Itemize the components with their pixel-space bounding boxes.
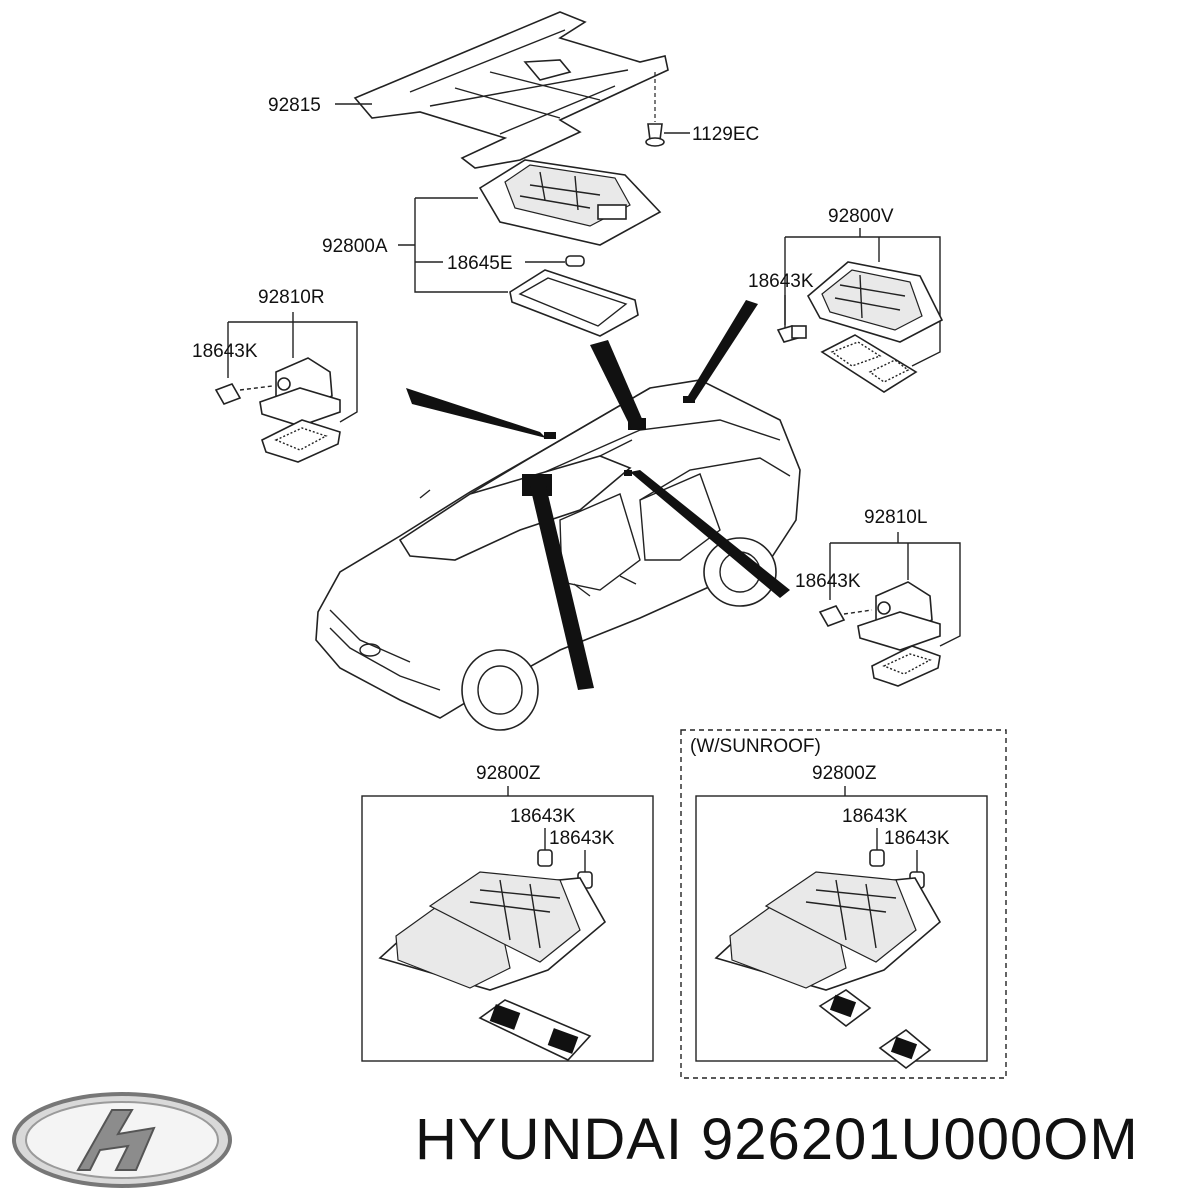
label-18643K-l: 18643K (795, 571, 861, 592)
leader-92810R (227, 312, 358, 423)
leader-92800A (398, 197, 508, 293)
box-92800Z-b (695, 795, 988, 1062)
overhead-console-92800Z-b (714, 849, 942, 1070)
room-lamp-92800V (776, 261, 944, 393)
label-1129EC: 1129EC (692, 124, 759, 145)
label-92800A: 92800A (322, 236, 388, 257)
label-18643K-b1: 18643K (842, 806, 908, 827)
label-92810R: 92810R (258, 287, 325, 308)
part-number: 926201U000OM (701, 1107, 1139, 1172)
label-18643K-v: 18643K (748, 271, 814, 292)
side-lamp-92810L (818, 581, 941, 687)
leader-92810L (829, 532, 961, 647)
label-92800Z-b: 92800Z (812, 763, 877, 784)
label-18645E: 18645E (447, 253, 513, 274)
sunroof-frame (680, 729, 1007, 1079)
label-92815: 92815 (268, 95, 321, 116)
leader-18643K-b (876, 828, 918, 872)
label-18643K-a1: 18643K (510, 806, 576, 827)
screw-1129EC (645, 72, 665, 147)
part-caption: HYUNDAI 926201U000OM (415, 1106, 1139, 1173)
label-18643K-b2: 18643K (884, 828, 950, 849)
label-sunroof: (W/SUNROOF) (690, 736, 821, 757)
label-18643K-r: 18643K (192, 341, 258, 362)
leader-92800V (784, 228, 941, 367)
brand-name: HYUNDAI (415, 1107, 684, 1172)
map-lamp-92800A (478, 159, 662, 246)
bulb-18645E (565, 255, 585, 267)
hyundai-logo-icon (12, 1092, 232, 1188)
label-18643K-a2: 18643K (549, 828, 615, 849)
leader-18643K-a (544, 828, 586, 872)
label-92800Z-a: 92800Z (476, 763, 541, 784)
lens-92800A (509, 269, 639, 337)
side-lamp-92810R (214, 357, 341, 463)
box-92800Z-a (361, 795, 654, 1062)
bracket-plate-92815 (353, 11, 669, 169)
label-92810L: 92810L (864, 507, 927, 528)
label-92800V: 92800V (828, 206, 894, 227)
location-pointers (406, 300, 790, 690)
overhead-console-92800Z-a (378, 849, 607, 1061)
